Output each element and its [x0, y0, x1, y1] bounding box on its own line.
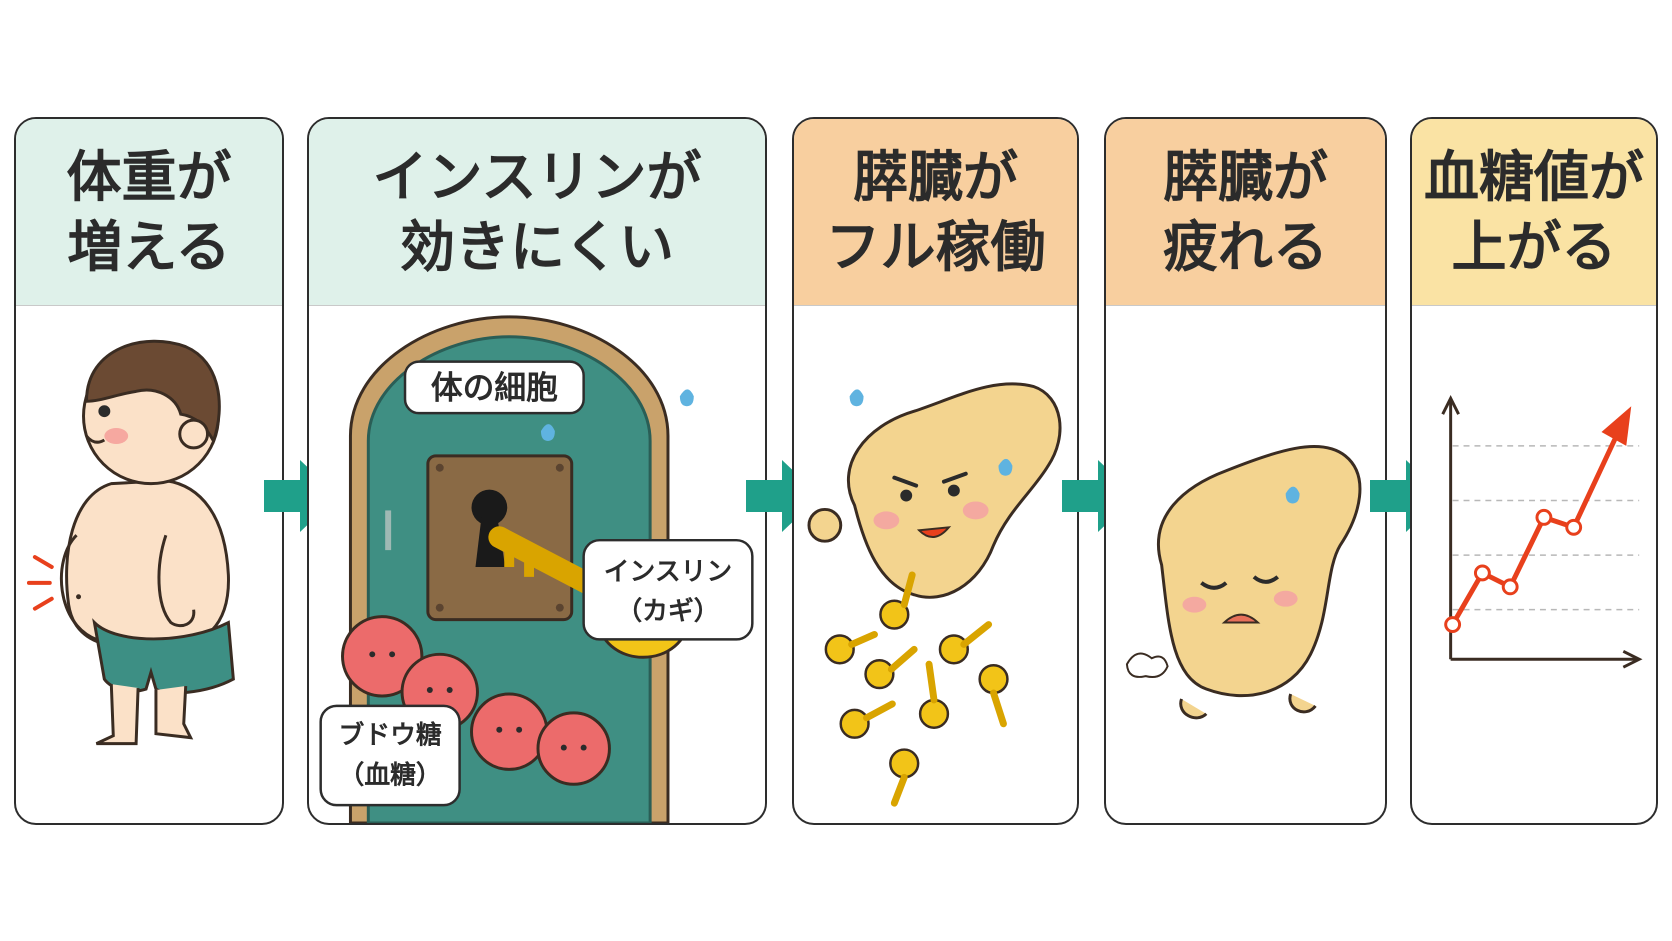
step-title-line1: 体重が [66, 145, 232, 209]
step-title-line1: 膵臓が [852, 145, 1018, 209]
flow-arrow-icon [1370, 460, 1444, 532]
step-header: 膵臓が フル稼働 [794, 119, 1077, 306]
flow-arrow-icon [264, 460, 338, 532]
step-title-line2: 上がる [1451, 215, 1617, 279]
cell-label: 体の細胞 [431, 370, 558, 406]
cell-door-icon: 体の細胞 インスリン （カギ） ブドウ糖 （血糖） [309, 307, 765, 823]
insulin-sub-label: （カギ） [616, 597, 719, 627]
tired-pancreas-icon [1106, 307, 1385, 823]
glucose-sub-label: （血糖） [339, 759, 442, 790]
step-title-line1: インスリンが [372, 145, 702, 209]
insulin-label: インスリン [604, 557, 732, 587]
step-panel-pancreas-tired: 膵臓が 疲れる [1104, 117, 1387, 825]
step-title-line2: 増える [67, 215, 231, 279]
flow-arrow-icon [1062, 460, 1136, 532]
step-title-line2: フル稼働 [825, 215, 1046, 279]
step-header: 膵臓が 疲れる [1106, 119, 1385, 306]
step-panel-blood-sugar-rises: 血糖値が 上がる [1410, 117, 1658, 825]
chubby-boy-icon [16, 307, 282, 823]
step-panel-weight-gain: 体重が 増える [14, 117, 284, 825]
energetic-pancreas-icon [794, 307, 1077, 823]
step-header: インスリンが 効きにくい [309, 119, 765, 306]
step-title-line2: 効きにくい [400, 215, 674, 279]
step-title-line1: 膵臓が [1162, 145, 1328, 209]
rising-line-chart-icon [1412, 307, 1656, 823]
step-title-line2: 疲れる [1162, 215, 1328, 279]
step-title-line1: 血糖値が [1423, 145, 1644, 209]
step-header: 血糖値が 上がる [1412, 119, 1656, 306]
step-panel-insulin-resistance: インスリンが 効きにくい [307, 117, 767, 825]
step-header: 体重が 増える [16, 119, 282, 306]
glucose-label: ブドウ糖 [339, 720, 442, 751]
flow-arrow-icon [746, 460, 820, 532]
step-panel-pancreas-full-work: 膵臓が フル稼働 [792, 117, 1079, 825]
